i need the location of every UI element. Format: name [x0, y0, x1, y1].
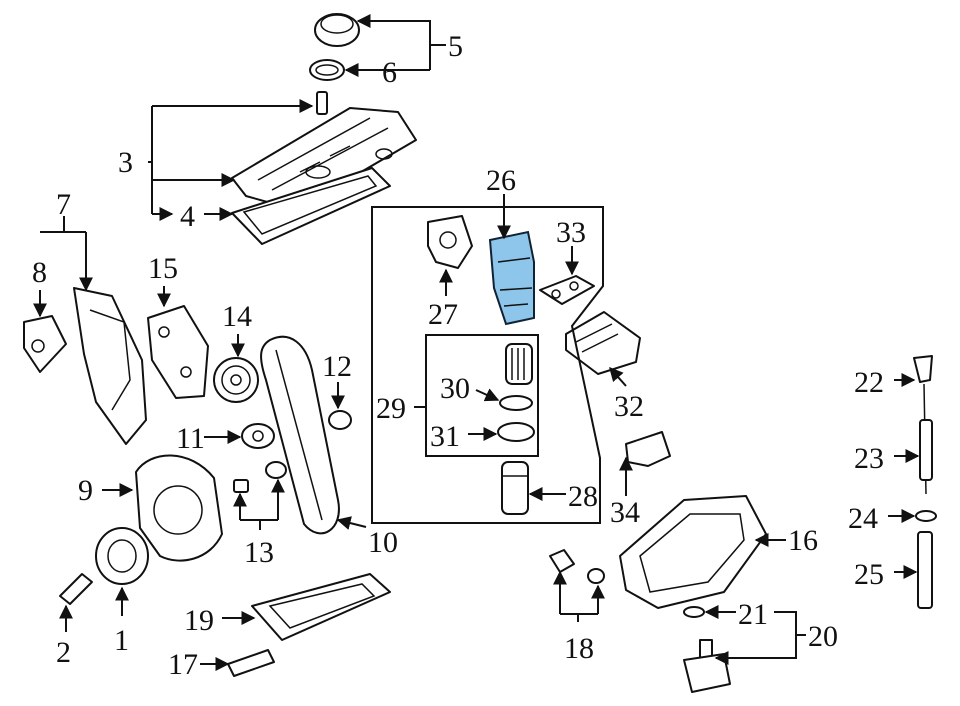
callout-13: 13 [244, 536, 274, 569]
callout-18: 18 [564, 632, 594, 665]
oil-filter-housing [488, 230, 535, 326]
oil-filler-cap [314, 13, 360, 47]
valve-cover [231, 91, 417, 211]
filter-cap [501, 461, 529, 515]
pulley-bolt [59, 573, 93, 605]
callout-12: 12 [322, 350, 352, 383]
small-cover [23, 315, 67, 373]
callout-26: 26 [486, 164, 516, 197]
dipstick-tube [917, 531, 933, 609]
callout-8: 8 [32, 256, 47, 289]
oil-pan [619, 495, 767, 609]
callout-1: 1 [114, 624, 129, 657]
o-ring-21 [683, 606, 705, 618]
crankshaft-pulley [95, 527, 149, 585]
oil-filter-element [505, 343, 533, 385]
callout-10: 10 [368, 526, 398, 559]
sealant-tube [227, 649, 275, 677]
callout-3: 3 [118, 146, 133, 179]
upper-timing-cover [147, 305, 209, 399]
cap-seal [309, 59, 345, 81]
drain-washer [587, 568, 605, 584]
callout-15: 15 [148, 252, 178, 285]
filter-housing-gasket [427, 215, 473, 269]
idler-bushing [328, 410, 352, 430]
callout-17: 17 [168, 648, 198, 681]
tube-seal [915, 510, 937, 522]
callout-14: 14 [222, 300, 252, 333]
tensioner [241, 423, 275, 449]
callout-9: 9 [78, 474, 93, 507]
callout-labels: 1 2 3 4 5 6 7 8 9 10 11 12 13 14 15 16 1… [32, 30, 884, 681]
callout-23: 23 [854, 442, 884, 475]
callout-4: 4 [180, 200, 195, 233]
assembly-box-29 [425, 334, 539, 457]
seal-31 [497, 422, 535, 442]
callout-34: 34 [610, 496, 640, 529]
dipstick-handle [913, 355, 933, 383]
cooler-seal [539, 275, 595, 305]
washer-13 [265, 461, 287, 479]
timing-belt [260, 335, 340, 535]
callout-29: 29 [376, 392, 406, 425]
bracket [625, 431, 671, 467]
callout-25: 25 [854, 558, 884, 591]
oil-pan-gasket [251, 573, 391, 641]
seal-30 [499, 395, 533, 411]
drain-plug [549, 549, 575, 573]
callout-2: 2 [56, 636, 71, 669]
callout-21: 21 [738, 598, 768, 631]
camshaft-sprocket [213, 357, 259, 403]
callout-22: 22 [854, 366, 884, 399]
callout-19: 19 [184, 604, 214, 637]
valve-cover-gasket [231, 167, 391, 245]
oil-level-sensor [683, 639, 731, 693]
callout-31: 31 [430, 420, 460, 453]
timing-cover [73, 287, 147, 445]
callout-28: 28 [568, 480, 598, 513]
callout-7: 7 [56, 188, 71, 221]
leader-lines [33, 14, 920, 671]
assembly-box-26 [371, 206, 604, 524]
bolt-13 [233, 479, 249, 493]
callout-27: 27 [428, 298, 458, 331]
callout-24: 24 [848, 502, 878, 535]
callout-6: 6 [382, 56, 397, 89]
callout-30: 30 [440, 372, 470, 405]
callout-16: 16 [788, 524, 818, 557]
callout-20: 20 [808, 620, 838, 653]
callout-11: 11 [176, 422, 205, 455]
callout-33: 33 [556, 216, 586, 249]
lower-timing-cover [135, 454, 223, 562]
callout-5: 5 [448, 30, 463, 63]
callout-32: 32 [614, 390, 644, 423]
oil-cooler [565, 311, 641, 375]
